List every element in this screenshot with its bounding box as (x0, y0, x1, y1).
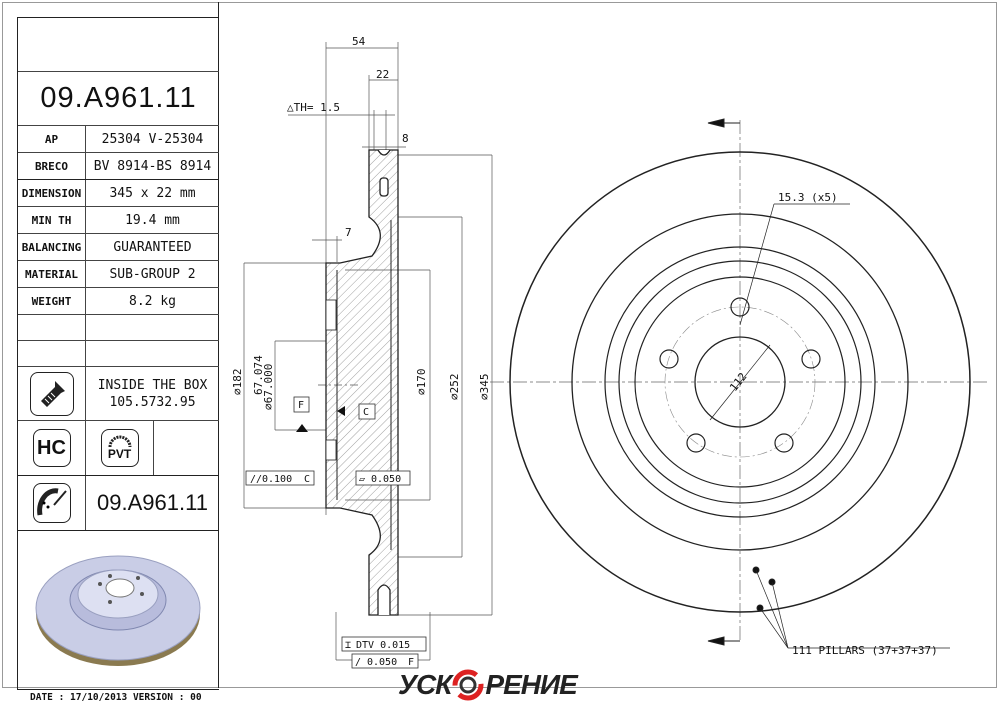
dia-170: ⌀170 (415, 369, 428, 396)
spec-table: 09.A961.11 AP 25304 V-25304 BRECO BV 8914-… (17, 17, 219, 690)
badges-row: HC PVT (18, 421, 219, 476)
blank-row (18, 341, 219, 367)
disc-front-view (490, 118, 990, 649)
spec-value: 25304 V-25304 (101, 131, 204, 147)
part-number: 09.A961.11 (40, 82, 197, 114)
delta-th: △TH= 1.5 (287, 101, 340, 114)
part-number-row: 09.A961.11 (18, 72, 219, 126)
svg-text:⌶: ⌶ (345, 640, 351, 651)
blank-header (18, 18, 219, 72)
blank-row (18, 315, 219, 341)
spec-row: MIN TH 19.4 mm (18, 207, 219, 234)
spec-label: AP (18, 126, 86, 152)
disc-section (325, 149, 399, 616)
spec-row: WEIGHT 8.2 kg (18, 288, 219, 315)
drawing-frame (2, 2, 997, 688)
dim-8: 8 (402, 132, 409, 145)
spec-label: BALANCING (18, 234, 86, 260)
flatness-tolerance: 0.050 (371, 474, 401, 485)
watermark-logo: УСК РЕНИЕ (398, 669, 578, 701)
spec-label: BRECO (18, 153, 86, 179)
spec-value: 19.4 mm (125, 212, 180, 228)
spec-row: MATERIAL SUB-GROUP 2 (18, 261, 219, 288)
svg-text:▱: ▱ (359, 474, 365, 485)
dtv-tolerance: DTV 0.015 (356, 640, 410, 651)
dia-182: ⌀182 (231, 369, 244, 396)
screw-icon (29, 371, 74, 416)
datum-f: F (298, 400, 304, 411)
spec-value: 345 x 22 mm (109, 185, 196, 201)
date-version: DATE : 17/10/2013 VERSION : 00 (30, 692, 202, 703)
spec-label: DIMENSION (18, 180, 86, 206)
disc-render (30, 538, 210, 682)
pcd-label: 112 (727, 370, 749, 394)
disc-check-icon (32, 483, 71, 523)
spec-row: BALANCING GUARANTEED (18, 234, 219, 261)
inside-box-ref: 105.5732.95 (109, 394, 196, 410)
spec-value: BV 8914-BS 8914 (93, 158, 212, 174)
spec-value: 8.2 kg (129, 293, 176, 309)
dim-22: 22 (376, 68, 389, 81)
dia-67-min: ⌀67.000 (262, 364, 275, 410)
dia-252: ⌀252 (448, 374, 461, 401)
logo-swirl-icon (452, 669, 484, 701)
spec-value: SUB-GROUP 2 (109, 266, 196, 282)
vent-icon (108, 435, 131, 447)
svg-text://: // (250, 474, 262, 485)
runout-ref: F (408, 657, 414, 668)
dim-7: 7 (345, 226, 352, 239)
hc-badge: HC (32, 429, 71, 467)
spec-label: MATERIAL (18, 261, 86, 287)
part-number-row-2: 09.A961.11 (18, 476, 219, 531)
spec-label: WEIGHT (18, 288, 86, 314)
datum-c: C (363, 407, 369, 418)
parallelism-tolerance: 0.100 (262, 474, 292, 485)
pillars-label: 111 PILLARS (37+37+37) (792, 644, 938, 657)
spec-value: GUARANTEED (113, 239, 192, 255)
spec-label: MIN TH (18, 207, 86, 233)
spec-row: BRECO BV 8914-BS 8914 (18, 153, 219, 180)
inside-box-label: INSIDE THE BOX (97, 377, 208, 393)
pvt-badge: PVT (100, 429, 139, 467)
spec-row: AP 25304 V-25304 (18, 126, 219, 153)
spec-row: DIMENSION 345 x 22 mm (18, 180, 219, 207)
dia-67-max: 67.074 (252, 355, 265, 395)
bolt-holes-label: 15.3 (x5) (778, 191, 838, 204)
dia-345: ⌀345 (478, 374, 491, 401)
runout-tolerance: 0.050 (367, 657, 397, 668)
part-number-small: 09.A961.11 (97, 490, 208, 515)
parallelism-ref: C (304, 474, 310, 485)
dim-54: 54 (352, 35, 366, 48)
svg-text:/: / (355, 657, 361, 668)
divider (218, 2, 219, 688)
